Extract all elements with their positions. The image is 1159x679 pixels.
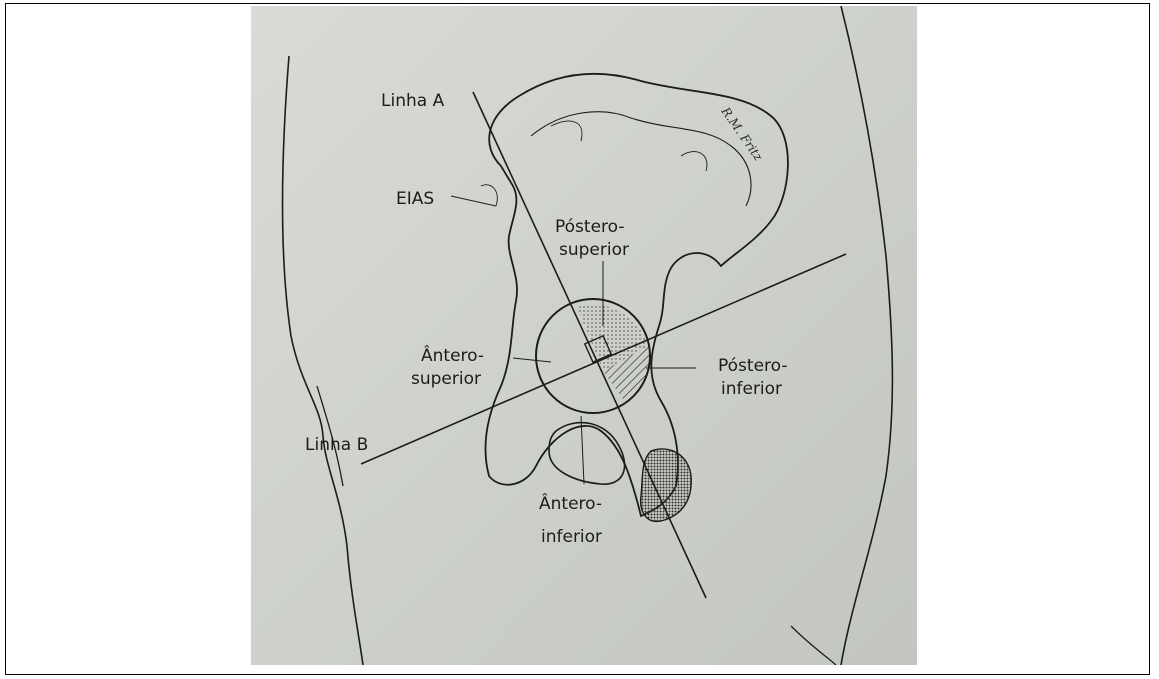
label-antero-inferior-line1: Ântero- <box>539 492 602 514</box>
label-antero-superior-line2: superior <box>411 369 481 389</box>
label-postero-inferior-line2: inferior <box>721 379 782 399</box>
body-outline-left <box>283 56 364 665</box>
pelvis-diagram-photo: Linha A Linha B EIAS Póstero- superior Â… <box>251 6 917 665</box>
ilium-crest-detail <box>531 112 751 206</box>
label-antero-inferior-line2: inferior <box>541 527 602 547</box>
obturator-foramen <box>549 423 625 485</box>
linha-a-line <box>473 92 706 598</box>
label-linha-b: Linha B <box>305 435 368 455</box>
pelvis-diagram: Linha A Linha B EIAS Póstero- superior Â… <box>251 6 917 665</box>
label-postero-superior-line2: superior <box>559 240 629 260</box>
label-postero-superior-line1: Póstero- <box>555 217 625 237</box>
body-outline-right <box>841 6 892 665</box>
label-eias: EIAS <box>396 189 434 209</box>
label-antero-superior-line1: Ântero- <box>421 344 484 366</box>
label-postero-inferior-line1: Póstero- <box>718 356 788 376</box>
label-linha-a: Linha A <box>381 91 445 111</box>
leader-antero-superior <box>513 358 551 362</box>
leader-eias <box>451 196 496 206</box>
artist-signature: R.M. Fritz <box>718 104 766 164</box>
leg-outline-right <box>791 626 836 665</box>
